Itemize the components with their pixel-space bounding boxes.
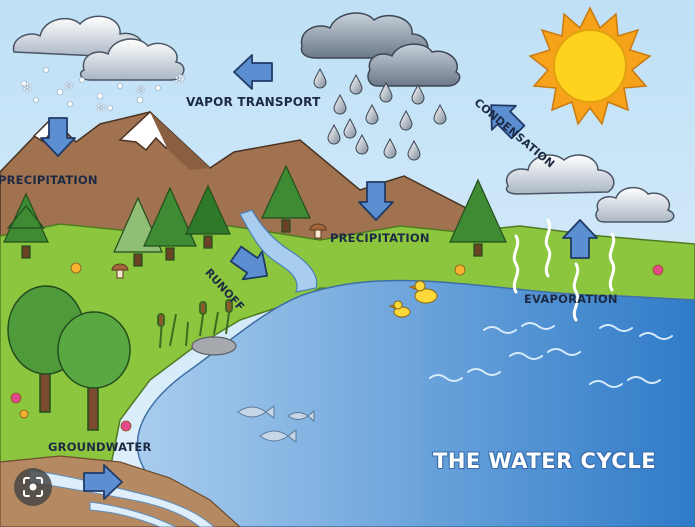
mountains: [0, 110, 471, 261]
svg-text:✻: ✻: [64, 79, 74, 93]
water-waves: [429, 322, 673, 388]
deciduous-trees: [7, 285, 131, 431]
river: [239, 209, 318, 293]
pine-trees: [3, 164, 507, 267]
rain-cloud-icon: [300, 12, 461, 87]
image-search-icon: [23, 477, 43, 497]
evaporation-label: EVAPORATION: [524, 292, 618, 306]
evaporation-steam: [512, 218, 616, 322]
mushroom-icon: [111, 223, 327, 279]
svg-text:✻: ✻: [96, 101, 106, 115]
svg-text:✻: ✻: [136, 83, 146, 97]
groundwater-label: GROUNDWATER: [48, 440, 152, 454]
snowflakes: ✻ ✻ ✻ ✻ ✻: [20, 67, 186, 115]
cloud-icon: [505, 154, 675, 223]
flower-icon: [10, 262, 664, 432]
duck-icon: [388, 280, 438, 318]
svg-text:✻: ✻: [174, 73, 185, 88]
sun-icon: [528, 6, 652, 126]
precipitation-mountain-label: PRECIPITATION: [0, 173, 98, 187]
fish-icon: [237, 405, 315, 443]
svg-text:✻: ✻: [22, 81, 33, 96]
reeds: [157, 299, 233, 349]
image-search-button[interactable]: [14, 468, 52, 506]
diagram-title: THE WATER CYCLE: [433, 449, 657, 473]
snow-cloud-icon: [12, 15, 185, 81]
vapor-transport-label: VAPOR TRANSPORT: [186, 95, 321, 109]
rock: [191, 336, 237, 356]
precipitation-land-label: PRECIPITATION: [330, 231, 430, 245]
